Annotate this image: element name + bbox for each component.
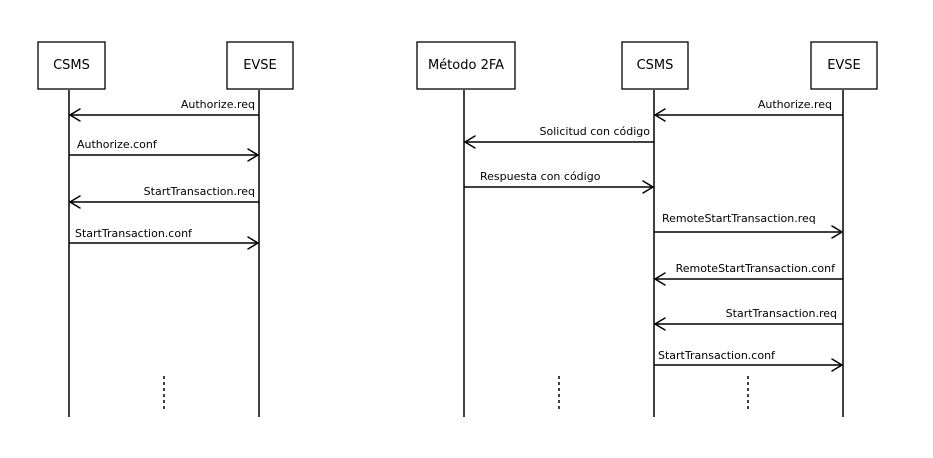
message-authorize-req: Authorize.req xyxy=(654,98,843,122)
participant-label-csms: CSMS xyxy=(53,58,90,73)
arrow-right-icon xyxy=(831,358,843,372)
message-label: Authorize.conf xyxy=(77,138,158,151)
message-starttransaction-conf: StartTransaction.conf xyxy=(69,227,259,250)
arrow-right-icon xyxy=(642,180,654,194)
message-starttransaction-conf: StartTransaction.conf xyxy=(654,349,843,372)
message-label: Authorize.req xyxy=(758,98,832,111)
message-label: RemoteStartTransaction.req xyxy=(662,212,816,225)
participant-label-metodo-2fa: Método 2FA xyxy=(428,58,504,73)
arrow-right-icon xyxy=(247,236,259,250)
message-label: StartTransaction.req xyxy=(144,185,255,198)
participant-box-csms xyxy=(37,41,106,90)
participant-box-metodo-2fa xyxy=(416,41,516,90)
message-label: Authorize.req xyxy=(181,98,255,111)
message-authorize-req: Authorize.req xyxy=(69,98,259,122)
message-remotestarttransaction-conf: RemoteStartTransaction.conf xyxy=(654,262,843,286)
message-label: StartTransaction.req xyxy=(726,307,837,320)
message-starttransaction-req: StartTransaction.req xyxy=(69,185,259,209)
arrow-left-icon xyxy=(69,195,81,209)
message-label: StartTransaction.conf xyxy=(658,349,776,362)
message-label: StartTransaction.conf xyxy=(75,227,193,240)
diagram-left: CSMS EVSE Authorize.req Authorize.conf S… xyxy=(37,41,294,417)
message-authorize-conf: Authorize.conf xyxy=(69,138,259,162)
message-respuesta-con-codigo: Respuesta con código xyxy=(464,170,654,194)
arrow-left-icon xyxy=(654,317,666,331)
arrow-left-icon xyxy=(654,272,666,286)
participant-box-evse xyxy=(226,41,294,90)
message-label: Solicitud con código xyxy=(540,125,651,138)
message-label: RemoteStartTransaction.conf xyxy=(676,262,836,275)
participant-box-csms xyxy=(621,41,689,90)
message-solicitud-con-codigo: Solicitud con código xyxy=(464,125,654,149)
participant-box-evse xyxy=(810,41,878,90)
participant-label-evse: EVSE xyxy=(827,58,861,73)
participant-label-csms: CSMS xyxy=(637,58,674,73)
arrow-left-icon xyxy=(654,108,666,122)
arrow-left-icon xyxy=(69,108,81,122)
participant-label-evse: EVSE xyxy=(243,58,277,73)
arrow-left-icon xyxy=(464,135,476,149)
arrow-right-icon xyxy=(247,148,259,162)
arrow-right-icon xyxy=(831,225,843,239)
diagram-right: Método 2FA CSMS EVSE Authorize.req Solic… xyxy=(416,41,878,417)
message-starttransaction-req: StartTransaction.req xyxy=(654,307,843,331)
message-remotestarttransaction-req: RemoteStartTransaction.req xyxy=(654,212,843,239)
message-label: Respuesta con código xyxy=(480,170,601,183)
